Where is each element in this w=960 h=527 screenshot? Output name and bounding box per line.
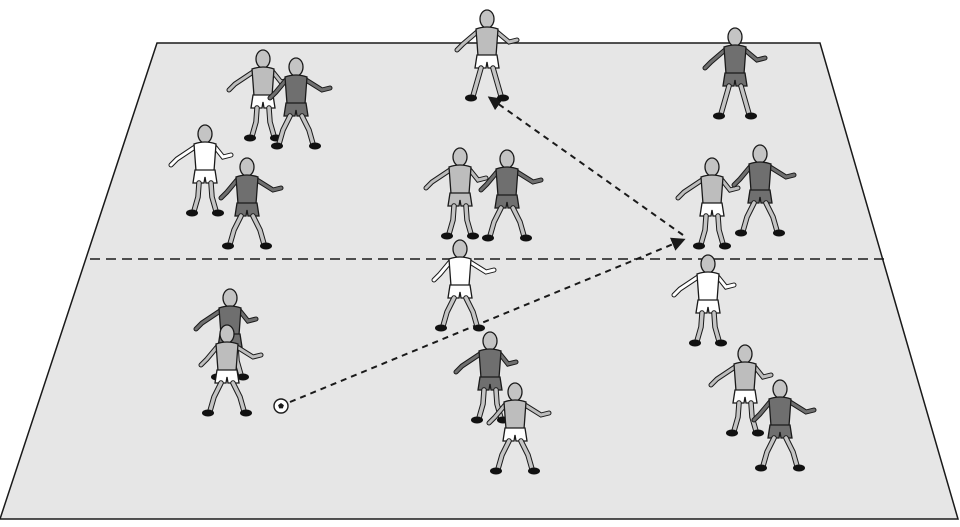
player-right-bottom-light: [708, 344, 774, 437]
player-left-upper-light: [168, 124, 234, 217]
player-center-upper-light: [423, 147, 489, 240]
player-top-right-dark: [702, 27, 768, 120]
player-right-bottom-dark: [751, 379, 817, 472]
player-center-bottom-light: [486, 382, 552, 475]
player-right-lower-light: [671, 254, 737, 347]
player-top-center-light: [454, 9, 520, 102]
playing-field: [0, 42, 959, 520]
pass-arrow-1: [289, 237, 686, 403]
player-center-upper-dark: [478, 149, 544, 242]
player-ball-carrier: [198, 324, 264, 417]
players-layer: [168, 9, 817, 475]
soccer-ball-icon: [273, 398, 289, 414]
player-right-midfield-dark: [731, 144, 797, 237]
player-center-light: [431, 239, 497, 332]
player-top-left-dark: [267, 57, 333, 150]
player-right-midfield-light: [675, 157, 741, 250]
player-left-upper-dark: [218, 157, 284, 250]
